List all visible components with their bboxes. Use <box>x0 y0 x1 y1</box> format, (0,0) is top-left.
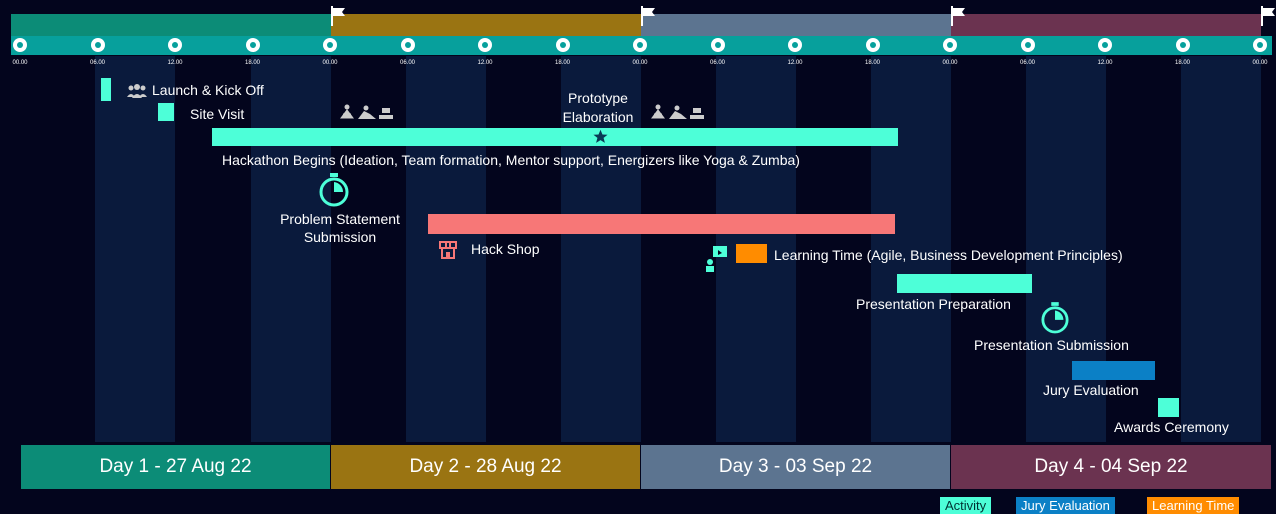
time-tick-label: 18.00 <box>864 60 880 66</box>
learning-time-bar <box>736 244 767 263</box>
jury-eval-bar <box>1072 361 1155 380</box>
timeline-dot <box>865 38 880 52</box>
timeline-dot <box>400 38 415 52</box>
hack-shop-label: Hack Shop <box>471 241 540 257</box>
time-tick-label: 00.00 <box>12 60 28 66</box>
flag-icon <box>331 6 345 26</box>
timeline-dot <box>90 38 105 52</box>
yoga-icon <box>340 104 393 119</box>
day1-band <box>11 14 331 36</box>
timeline-dot <box>710 38 725 52</box>
timeline-dot <box>245 38 260 52</box>
timeline-dot <box>13 38 27 52</box>
timeline-dot <box>323 38 337 52</box>
launch-label: Launch & Kick Off <box>152 82 264 98</box>
time-tick-label: 06.00 <box>709 60 725 66</box>
site-visit-label: Site Visit <box>190 106 245 122</box>
time-tick-label: 00.00 <box>632 60 648 66</box>
time-shade <box>561 56 641 442</box>
awards-label: Awards Ceremony <box>1114 419 1229 435</box>
timeline-dot <box>478 38 492 52</box>
time-tick-label: 18.00 <box>244 60 260 66</box>
time-shade <box>871 56 951 442</box>
flag-icon <box>1261 6 1275 26</box>
timeline-dot <box>168 38 182 52</box>
timeline-dot <box>1098 38 1112 52</box>
timeline-dot <box>943 38 957 52</box>
presentation-prep-bar <box>897 274 1032 293</box>
hack-shop-bar <box>428 214 895 234</box>
time-tick-label: 06.00 <box>89 60 105 66</box>
day-2-label: Day 2 - 28 Aug 22 <box>331 445 640 489</box>
time-tick-label: 00.00 <box>942 60 958 66</box>
legend-jury: Jury Evaluation <box>1016 497 1115 514</box>
day-4-label: Day 4 - 04 Sep 22 <box>951 445 1271 489</box>
time-tick-label: 12.00 <box>787 60 803 66</box>
yoga-icon <box>651 104 704 119</box>
day3-band <box>641 14 951 36</box>
people-icon <box>127 84 147 98</box>
day-1-label: Day 1 - 27 Aug 22 <box>21 445 330 489</box>
time-tick-label: 12.00 <box>477 60 493 66</box>
presentation-sub-label: Presentation Submission <box>974 337 1129 353</box>
jury-eval-label: Jury Evaluation <box>1043 382 1139 398</box>
time-tick-label: 00.00 <box>1252 60 1268 66</box>
timeline-dot <box>555 38 570 52</box>
awards-bar <box>1158 398 1179 417</box>
stopwatch-icon <box>319 173 349 207</box>
day-3-label: Day 3 - 03 Sep 22 <box>641 445 950 489</box>
legend-activity: Activity <box>940 497 992 514</box>
timeline-dot <box>1253 38 1267 52</box>
time-tick-label: 06.00 <box>1019 60 1035 66</box>
prototype-label: Prototype Elaboration <box>562 90 634 125</box>
day4-band <box>951 14 1261 36</box>
launch-bar <box>101 78 111 101</box>
time-tick-label: 12.00 <box>1097 60 1113 66</box>
day2-band <box>331 14 641 36</box>
time-tick-label: 12.00 <box>167 60 183 66</box>
hackathon-bar <box>212 128 898 146</box>
time-tick-label: 18.00 <box>554 60 570 66</box>
timeline-dot <box>1175 38 1190 52</box>
problem-statement-label: Problem Statement Submission <box>280 211 400 245</box>
time-shade <box>251 56 331 442</box>
time-tick-label: 06.00 <box>399 60 415 66</box>
presentation-prep-label: Presentation Preparation <box>856 296 1011 312</box>
stopwatch-icon <box>1041 302 1069 334</box>
flag-icon <box>951 6 965 26</box>
time-shade <box>1181 56 1261 442</box>
teacher-icon <box>706 246 727 272</box>
time-tick-label: 00.00 <box>322 60 338 66</box>
timeline-dot <box>633 38 647 52</box>
site-visit-bar <box>158 103 174 121</box>
star-icon <box>593 129 608 143</box>
time-tick-label: 18.00 <box>1174 60 1190 66</box>
flag-icon <box>641 6 655 26</box>
timeline-dot <box>1020 38 1035 52</box>
timeline-dot <box>788 38 802 52</box>
hackathon-label: Hackathon Begins (Ideation, Team formati… <box>222 152 800 168</box>
learning-time-label: Learning Time (Agile, Business Developme… <box>774 247 1123 263</box>
shop-icon <box>439 241 457 259</box>
legend-learning: Learning Time <box>1147 497 1240 514</box>
